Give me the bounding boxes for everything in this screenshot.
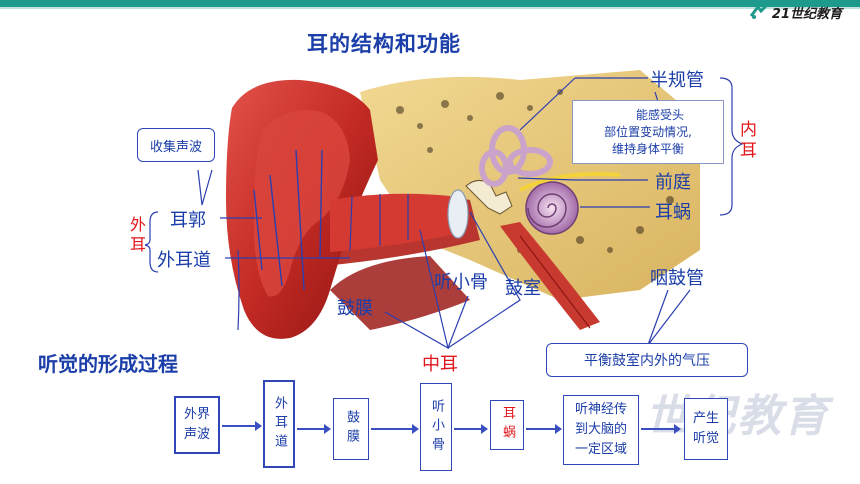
balance-text: 平衡鼓室内外的气压	[584, 353, 710, 369]
flow-arrow-3	[371, 424, 419, 434]
semicircular-canals-label: 半规管	[650, 70, 704, 91]
logo-icon	[749, 4, 768, 19]
flow-step-7: 产生 听觉	[684, 398, 728, 460]
inner-ear-char-2: 耳	[740, 141, 757, 161]
collect-sound-label: 收集声波	[149, 139, 202, 155]
collect-sound-box: 收集声波	[137, 128, 215, 162]
flow-arrow-5	[526, 424, 562, 434]
top-accent-bar	[0, 0, 860, 7]
eustachian-function-box: 平衡鼓室内外的气压	[546, 343, 748, 377]
cochlea-label: 耳蜗	[655, 202, 691, 223]
eardrum-shape	[447, 189, 469, 239]
flow-step-6: 听神经传 到大脑的 一定区域	[563, 395, 639, 465]
flow-step-7-text: 产生 听觉	[692, 411, 719, 446]
flow-arrow-6	[641, 424, 681, 434]
sense-text-line-2: 部位置变动情况,	[604, 124, 692, 139]
ear-canal-shape	[330, 193, 456, 252]
auditory-nerve-shape	[519, 172, 621, 192]
flow-step-5-text: 耳蜗	[500, 406, 515, 444]
sense-text-line-1: 能感受头	[635, 107, 684, 122]
semicircular-canals-shape	[479, 125, 553, 187]
sense-text-line-3: 维持身体平衡	[611, 141, 684, 156]
flow-arrow-2	[297, 424, 331, 434]
lower-tissue	[330, 256, 470, 330]
outer-ear-char-1: 外	[130, 215, 147, 234]
cochlea-shape	[525, 181, 579, 235]
pinna-lines	[253, 149, 323, 291]
flow-step-6-text: 听神经传 到大脑的 一定区域	[574, 402, 627, 457]
canal-lines	[349, 194, 409, 251]
ossicles-label: 听小骨	[434, 272, 488, 293]
ear-canal-label: 外耳道	[157, 250, 211, 271]
page-title: 耳的结构和功能	[307, 32, 461, 56]
top-accent-bar-light	[0, 7, 860, 9]
eustachian-tube-label: 咽鼓管	[650, 268, 704, 289]
flow-step-2-text: 外耳道	[272, 395, 287, 453]
inner-ear-label: 内 耳	[740, 120, 757, 162]
vestibule-label: 前庭	[655, 172, 691, 193]
logo: 21世纪教育	[749, 1, 842, 23]
inner-ear-char-1: 内	[740, 120, 757, 140]
flow-step-1-text: 外界 声波	[183, 407, 210, 442]
outer-ear-char-2: 耳	[130, 235, 147, 254]
flow-arrow-4	[454, 424, 488, 434]
flow-step-4: 听小骨	[420, 383, 452, 471]
tympanic-cavity-label: 鼓室	[505, 278, 541, 299]
pinna-label: 耳郭	[170, 210, 206, 231]
flow-step-5: 耳蜗	[490, 400, 524, 450]
hearing-process-title: 听觉的形成过程	[38, 352, 178, 376]
flow-arrow-1	[222, 421, 262, 431]
flow-step-3-text: 鼓膜	[344, 410, 359, 448]
flow-step-1: 外界 声波	[174, 396, 220, 454]
flow-step-4-text: 听小骨	[429, 398, 444, 456]
outer-ear-label: 外 耳	[130, 215, 146, 255]
eardrum-label: 鼓膜	[337, 298, 373, 319]
flow-step-2: 外耳道	[263, 380, 295, 468]
middle-ear-label: 中耳	[422, 354, 458, 375]
logo-text: 21世纪教育	[771, 6, 842, 22]
flow-step-3: 鼓膜	[333, 398, 369, 460]
balance-function-box: 能感受头 部位置变动情况, 维持身体平衡	[572, 100, 724, 164]
